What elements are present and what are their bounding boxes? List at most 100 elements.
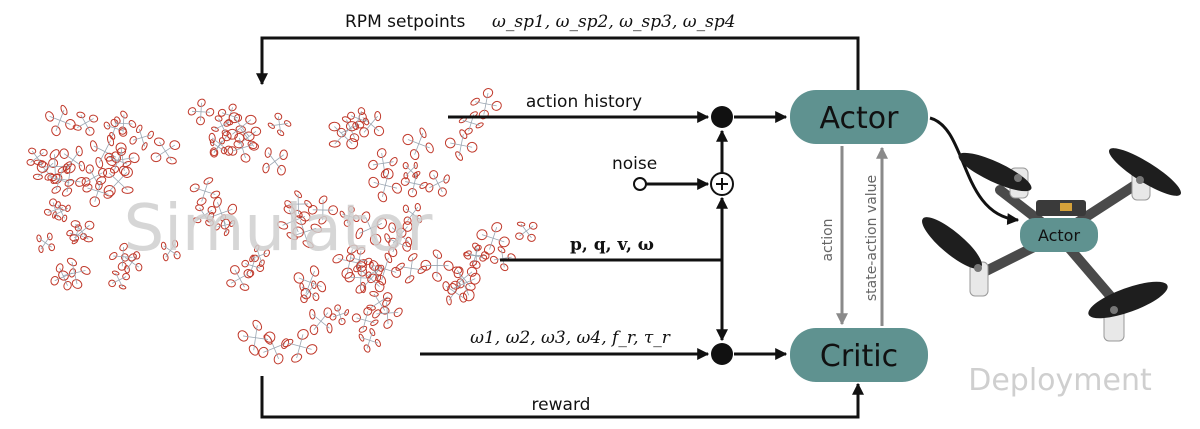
noise-label: noise: [612, 154, 657, 174]
simulated-drone: [51, 163, 86, 197]
simulator-watermark: Simulator: [124, 192, 434, 266]
simulated-drone: [458, 111, 484, 135]
simulated-drone: [464, 244, 488, 267]
simulated-drone: [129, 124, 154, 151]
crazyflie-drone: Actor: [922, 148, 1182, 342]
simulated-drone: [309, 307, 333, 336]
simulated-drone: [226, 112, 257, 142]
simulated-drone: [282, 328, 318, 363]
simulated-drone: [450, 266, 478, 291]
simulated-drone: [442, 278, 468, 306]
actor-label: Actor: [820, 101, 900, 136]
simulated-drone: [351, 306, 379, 333]
simulated-drone: [110, 110, 137, 137]
critic-node: Critic: [790, 328, 928, 382]
state-edge: p, q, v, ω: [500, 196, 728, 342]
sensor-edge: ω1, ω2, ω3, ω4, f_r, τ_r: [420, 328, 710, 360]
critic-input-junction: [711, 343, 733, 365]
simulated-drone: [45, 104, 76, 137]
simulated-drone: [402, 161, 418, 180]
simulated-drone: [66, 224, 88, 245]
simulated-drone: [444, 129, 478, 161]
simulated-drone: [59, 145, 86, 175]
drone-actor-badge: [1020, 218, 1098, 252]
noise-sum-node: [710, 172, 734, 196]
action-label: action: [820, 218, 836, 261]
simulated-drone: [355, 211, 387, 246]
simulated-drone: [420, 249, 454, 282]
simulated-drone: [368, 168, 402, 203]
simulated-drone: [515, 221, 538, 242]
simulated-drone: [368, 148, 398, 179]
simulated-drone: [329, 304, 350, 326]
simulated-drone: [277, 205, 311, 238]
action-history-edge: action history: [448, 92, 710, 123]
simulated-drone: [104, 147, 132, 174]
simulated-drone: [206, 196, 238, 230]
simulated-drone: [50, 263, 77, 291]
simulated-drone: [69, 220, 95, 243]
simulated-drone: [293, 265, 327, 300]
simulated-drone: [425, 170, 450, 197]
simulated-drone: [489, 246, 516, 272]
simulated-drone: [372, 297, 403, 329]
simulated-drone: [192, 204, 217, 227]
simulated-drone: [187, 98, 215, 126]
simulated-drone: [284, 190, 313, 219]
drone-actor-label: Actor: [1038, 226, 1081, 245]
simulated-drone: [258, 331, 290, 365]
simulated-drone: [237, 319, 273, 356]
state-label: p, q, v, ω: [570, 235, 654, 255]
action-history-label: action history: [526, 92, 642, 112]
simulated-drone: [105, 142, 140, 176]
state-action-value-label: state-action value: [864, 175, 880, 301]
simulated-drone: [347, 107, 370, 130]
simulated-drone: [26, 147, 48, 168]
simulated-drone: [358, 328, 381, 353]
reward-edge: reward: [260, 376, 864, 419]
simulated-drone: [90, 134, 121, 169]
rpm-setpoints-math: ω_sp1, ω_sp2, ω_sp3, ω_sp4: [492, 12, 736, 32]
simulated-drone: [476, 222, 510, 255]
state-action-value-edge: state-action value: [864, 146, 888, 326]
simulated-drone: [344, 261, 377, 294]
simulated-drone: [58, 257, 91, 289]
rpm-setpoints-edge: RPM setpoints ω_sp1, ω_sp2, ω_sp3, ω_sp4: [256, 12, 860, 92]
simulated-drone: [395, 253, 427, 284]
simulated-drone: [402, 202, 423, 225]
simulated-drone: [226, 265, 254, 291]
simulated-drone: [307, 195, 339, 225]
simulated-drone: [358, 110, 385, 138]
simulated-drone: [384, 227, 412, 258]
simulated-drone: [72, 111, 99, 136]
simulated-drone: [150, 137, 181, 165]
simulated-drone: [402, 127, 434, 161]
simulated-drone: [400, 171, 428, 198]
deployment-watermark: Deployment: [968, 363, 1152, 398]
simulator-drone-swarm: [26, 88, 538, 365]
critic-label: Critic: [820, 339, 898, 374]
simulated-drone: [262, 147, 288, 176]
reward-label: reward: [532, 395, 591, 415]
simulated-drone: [36, 232, 56, 254]
rpm-setpoints-label: RPM setpoints: [345, 12, 465, 32]
simulated-drone: [109, 242, 137, 271]
simulated-drone: [209, 137, 228, 157]
action-feedback-edge: action: [820, 146, 848, 326]
simulated-drone: [267, 112, 292, 137]
noise-edge: noise: [612, 154, 710, 191]
simulated-drone: [447, 266, 481, 302]
actor-node: Actor: [790, 90, 928, 144]
simulated-drone: [227, 132, 258, 163]
simulated-drone: [189, 177, 221, 206]
simulated-drone: [160, 239, 181, 262]
simulated-drone: [339, 205, 360, 227]
sensor-label: ω1, ω2, ω3, ω4, f_r, τ_r: [470, 328, 671, 348]
simulated-drone: [52, 201, 71, 223]
simulated-drone: [32, 158, 59, 182]
simulated-drone: [249, 244, 270, 268]
simulated-drone: [82, 176, 114, 208]
simulated-drone: [368, 252, 402, 286]
simulated-drone: [365, 261, 385, 282]
